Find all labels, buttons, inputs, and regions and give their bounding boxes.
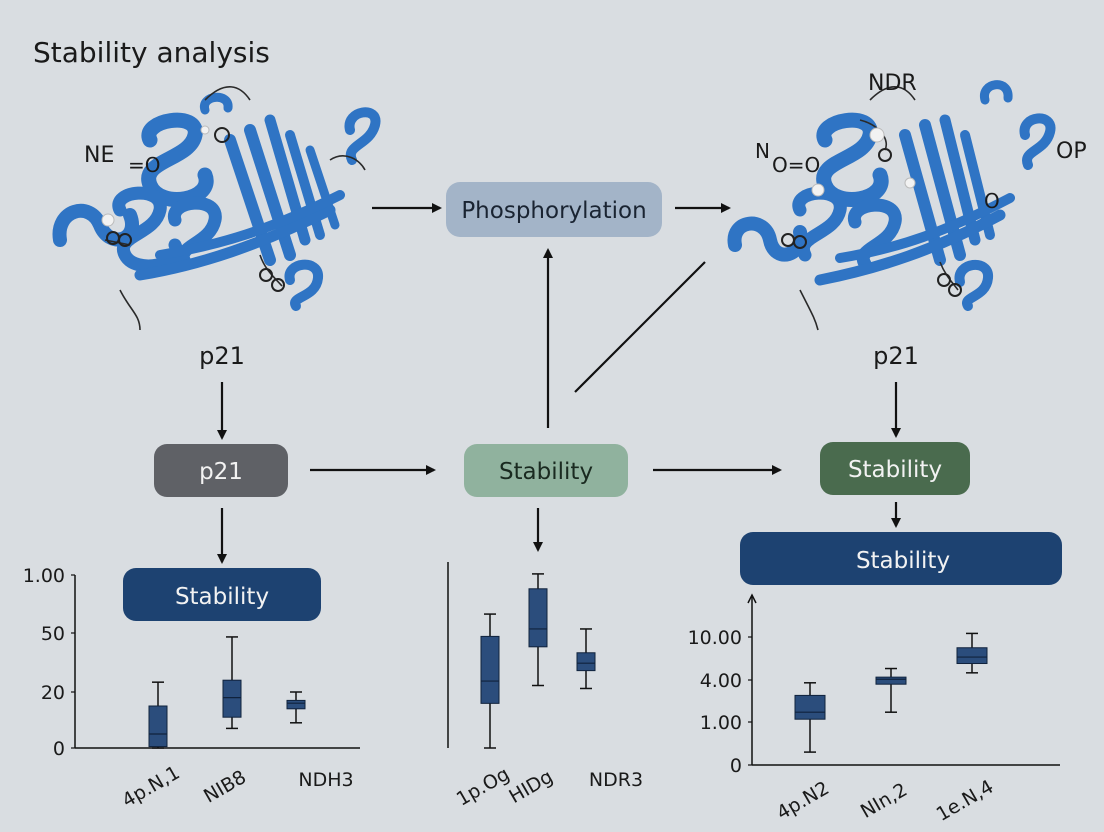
box-body <box>794 694 826 720</box>
protein-ribbon-left <box>52 92 381 311</box>
y-axis-arrow <box>747 593 757 604</box>
stability-left-bottom-node: Stability <box>123 568 321 621</box>
protein-loops-right <box>799 86 959 331</box>
phosphorylation-node: Phosphorylation <box>446 182 662 237</box>
phosphorylation-label: Phosphorylation <box>461 198 646 224</box>
box-body <box>480 635 500 704</box>
box-chart-right: 10.00 4.00 1.00 0 4p.N2 NIn,2 1e.N,4 <box>688 593 1060 826</box>
protein-structure-left <box>52 86 381 331</box>
x-tick-label: 1p.Og <box>453 763 514 811</box>
box-body <box>956 647 988 665</box>
stability-right-wide-node: Stability <box>740 532 1062 585</box>
x-tick-label: NDH3 <box>298 769 353 791</box>
p21-node-label: p21 <box>199 459 243 485</box>
box-body <box>528 588 548 648</box>
box-body <box>148 705 168 748</box>
box-body <box>576 652 596 672</box>
box-body <box>222 679 242 718</box>
p21-node: p21 <box>154 444 288 497</box>
protein-left-label-o: =O <box>128 153 161 177</box>
protein-left-label-ne: NE <box>84 143 114 168</box>
box-body <box>875 676 907 685</box>
y-tick-label: 10.00 <box>688 627 742 649</box>
x-tick-label: NDR3 <box>589 769 643 791</box>
x-tick-label: NIB8 <box>200 766 250 808</box>
y-tick-label: 0 <box>730 755 742 777</box>
x-tick-label: NIn,2 <box>857 779 911 823</box>
protein-right-label-n: N <box>755 139 770 163</box>
molecule-markers-right <box>781 127 962 297</box>
y-tick-label: 0 <box>53 738 65 760</box>
protein-right-top-label: NDR <box>868 71 917 96</box>
stability-right-wide-label: Stability <box>856 548 950 574</box>
x-tick-label: HIDg <box>505 766 556 808</box>
protein-ribbon-right <box>727 80 1056 311</box>
p21-label-left: p21 <box>199 342 245 370</box>
protein-structure-right <box>727 80 1056 331</box>
y-tick-label: 20 <box>41 682 65 704</box>
stability-center-node: Stability <box>464 444 628 497</box>
y-tick-label: 4.00 <box>700 670 742 692</box>
y-tick-label: 1.00 <box>700 712 742 734</box>
protein-right-label-oo: O=O <box>772 153 820 177</box>
stability-left-bottom-label: Stability <box>175 584 269 610</box>
x-tick-label: 1e.N,4 <box>933 776 998 826</box>
protein-loops-left <box>104 86 366 331</box>
connectors <box>217 203 901 564</box>
stability-right-node: Stability <box>820 442 970 495</box>
molecule-markers-left <box>101 125 285 292</box>
line-stability-to-protein-right <box>574 261 706 393</box>
x-tick-label: 4p.N,1 <box>118 762 183 812</box>
stability-right-label: Stability <box>848 457 942 483</box>
box-body <box>286 699 306 710</box>
page-title: Stability analysis <box>33 36 270 69</box>
p21-label-right: p21 <box>873 342 919 370</box>
x-tick-label: 4p.N2 <box>773 777 833 824</box>
protein-right-label-o: O <box>984 189 1000 213</box>
y-tick-label: 50 <box>41 623 65 645</box>
stability-center-label: Stability <box>499 459 593 485</box>
protein-right-label-op: OP <box>1056 139 1087 164</box>
y-tick-label: 1.00 <box>23 565 65 587</box>
